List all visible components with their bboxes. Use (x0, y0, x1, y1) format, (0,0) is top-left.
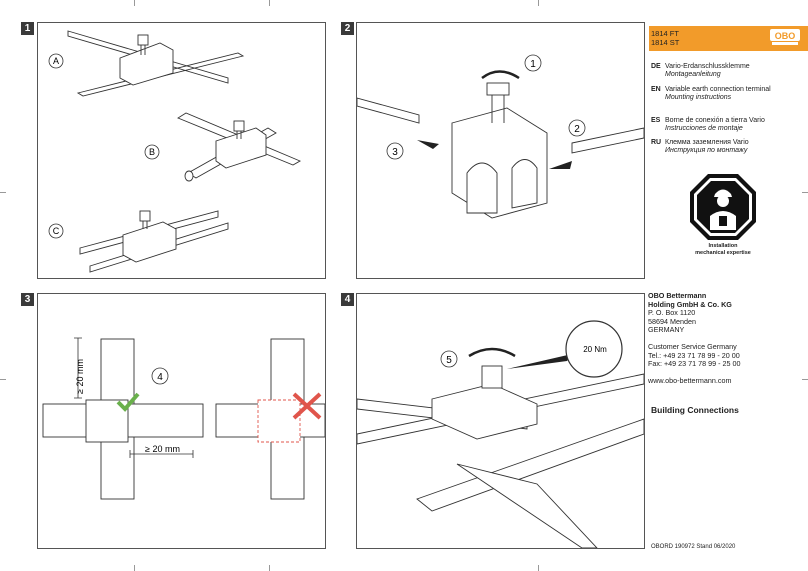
company-name-1: OBO Bettermann (648, 291, 707, 300)
lang-subtitle-ru: Инструкция по монтажу (665, 147, 748, 155)
check-icon (116, 392, 140, 412)
lang-block-en: Variable earth connection terminal Mount… (665, 86, 785, 103)
step-4-circle: 4 (151, 367, 169, 385)
installation-line2: mechanical expertise (695, 249, 751, 256)
company-name-2: Holding GmbH & Co. KG (648, 299, 732, 309)
panel-number-1: 1 (21, 22, 34, 35)
lang-title-de: Vario-Erdanschlussklemme (665, 63, 750, 70)
step-2-label: 2 (574, 124, 580, 135)
product-code-1: 1814 FT (651, 29, 679, 38)
logo-text: OBO (775, 31, 796, 41)
crop-mark (269, 0, 270, 6)
website-link[interactable]: www.obo-bettermann.com (648, 375, 732, 385)
city: 58694 Menden (648, 316, 696, 326)
telephone: Tel.: +49 23 71 78 99 - 20 00 (648, 350, 740, 360)
label-a-circle: A (48, 53, 64, 69)
lang-code-en: EN (651, 86, 661, 93)
step-4-label: 4 (157, 372, 163, 383)
label-a: A (53, 56, 59, 66)
po-box: P. O. Box 1120 (648, 308, 696, 318)
step-1-circle: 1 (524, 54, 542, 72)
lang-subtitle-en: Mounting instructions (665, 94, 732, 102)
panel-1: A B C (37, 22, 326, 279)
panel-4: 20 Nm 5 (356, 293, 645, 549)
product-code-2: 1814 ST (651, 38, 680, 47)
installation-line1: Installation (708, 243, 738, 249)
lang-title-ru: Клемма заземления Vario (665, 139, 749, 146)
lang-block-de: Vario-Erdanschlussklemme Montageanleitun… (665, 63, 750, 80)
fax: Fax: +49 23 71 78 99 - 25 00 (648, 359, 741, 369)
panel-number-2: 2 (341, 22, 354, 35)
step-3-label: 3 (392, 147, 398, 158)
crop-mark (0, 379, 6, 380)
panel-3: ≥ 20 mm ≥ 20 mm 4 (37, 293, 326, 549)
customer-service: Customer Service Germany (648, 341, 737, 351)
step-1-label: 1 (530, 59, 536, 70)
crop-mark (538, 565, 539, 571)
panel-number-3: 3 (21, 293, 34, 306)
crop-mark (538, 0, 539, 6)
lang-code-de: DE (651, 63, 661, 70)
step-5-label: 5 (446, 355, 452, 366)
step-3-circle: 3 (386, 142, 404, 160)
crop-mark (134, 565, 135, 571)
cross-icon (292, 392, 322, 420)
crop-mark (802, 192, 808, 193)
lang-block-es: Borne de conexión a tierra Vario Instruc… (665, 117, 765, 134)
label-c-circle: C (48, 223, 64, 239)
slogan: Building Connections (651, 405, 739, 415)
lang-subtitle-de: Montageanleitung (665, 71, 721, 79)
lang-code-ru: RU (651, 139, 662, 146)
torque-label: 20 Nm (583, 345, 607, 354)
footer-code: OBORD 190972 Stand 06/2020 (651, 544, 736, 550)
dim-horizontal: ≥ 20 mm (145, 444, 180, 454)
step-5-circle: 5 (440, 350, 458, 368)
obo-logo: OBO (770, 29, 800, 47)
dim-vertical: ≥ 20 mm (75, 359, 85, 394)
address-block: OBO Bettermann Holding GmbH & Co. KG P. … (648, 291, 806, 385)
crop-mark (0, 192, 6, 193)
lang-code-es: ES (651, 117, 661, 124)
installation-label: Installation mechanical expertise (678, 243, 768, 256)
label-b: B (149, 147, 155, 157)
lang-block-ru: Клемма заземления Vario Инструкция по мо… (665, 139, 749, 156)
crop-mark (269, 565, 270, 571)
lang-subtitle-es: Instrucciones de montaje (665, 125, 743, 133)
panel-2-illustration: 1 2 3 (356, 54, 645, 219)
lang-title-es: Borne de conexión a tierra Vario (665, 117, 765, 124)
crop-mark (134, 0, 135, 6)
panel-1-illustration: A B C (48, 30, 302, 273)
label-b-circle: B (144, 144, 160, 160)
installation-badge: Installation mechanical expertise (688, 172, 758, 262)
panel-4-illustration: 20 Nm 5 (356, 320, 645, 549)
panel-3-illustration: ≥ 20 mm ≥ 20 mm 4 (42, 337, 326, 500)
lang-title-en: Variable earth connection terminal (665, 86, 771, 93)
crop-mark (802, 379, 808, 380)
panel-2: 1 2 3 (356, 22, 645, 279)
wrench-bubble: 20 Nm (565, 320, 623, 378)
panel-number-4: 4 (341, 293, 354, 306)
label-c: C (53, 226, 60, 236)
country: GERMANY (648, 325, 685, 335)
mechanic-icon (690, 174, 756, 240)
step-2-circle: 2 (568, 119, 586, 137)
